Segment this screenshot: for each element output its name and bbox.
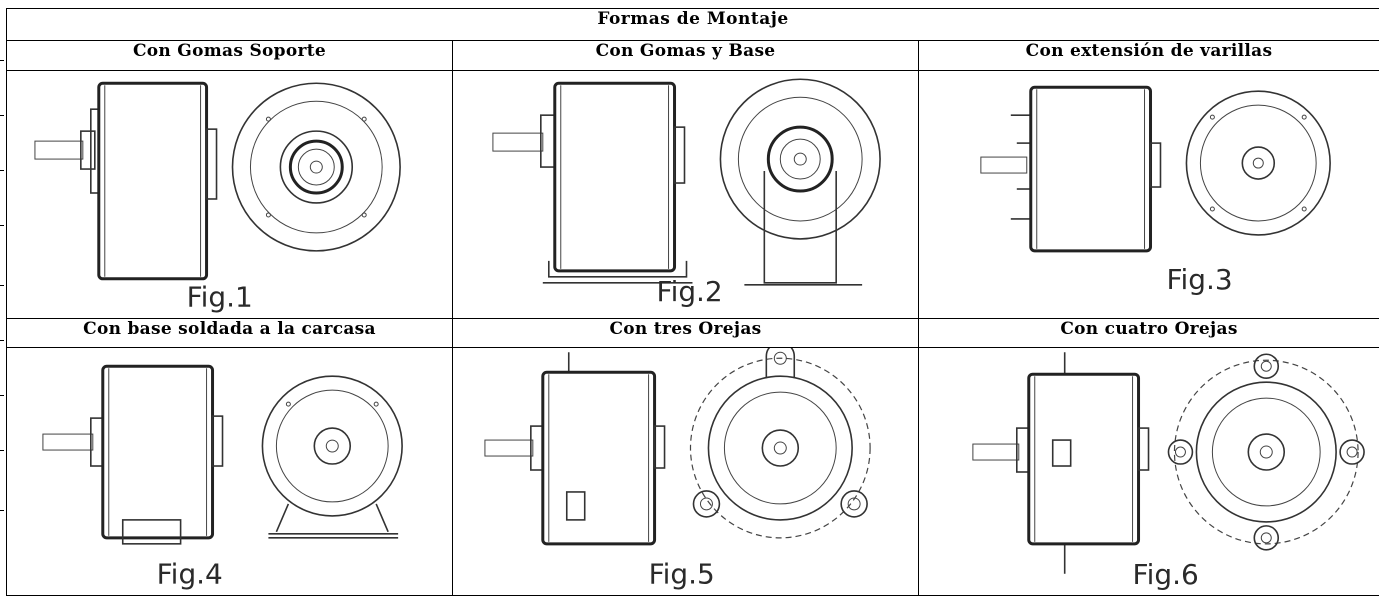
caption-rubber-mounts: Con Gomas Soporte (6, 40, 453, 71)
motor-rubber-base-drawing: Fig.2 (492, 78, 881, 307)
caption-four-ears: Con cuatro Orejas (917, 317, 1379, 349)
caption-welded-base: Con base soldada a la carcasa (6, 317, 453, 349)
motor-rubber-mounts-drawing: Fig.1 (34, 81, 401, 313)
motor-welded-base-drawing: Fig.4 (42, 364, 403, 591)
caption-rod-extension: Con extensión de varillas (917, 40, 1379, 71)
figure-cell-5: Fig.5 (452, 347, 919, 596)
fig-2-label: Fig.2 (657, 274, 723, 307)
mounting-forms-table: Formas de Montaje Con Gomas Soporte Con … (5, 7, 1379, 596)
figure-cell-3: Fig.3 (917, 69, 1379, 319)
fig-5-label: Fig.5 (649, 558, 715, 591)
left-margin-ticks (0, 0, 6, 596)
figure-cell-4: Fig.4 (6, 347, 453, 596)
figure-cell-6: Fig.6 (917, 347, 1379, 596)
figure-cell-1: Fig.1 (6, 69, 453, 319)
motor-rod-extension-drawing: Fig.3 (980, 85, 1331, 296)
motor-four-ears-drawing: Fig.6 (972, 352, 1365, 591)
fig-4-label: Fig.4 (157, 558, 223, 591)
fig-1-label: Fig.1 (187, 280, 253, 313)
table-title: Formas de Montaje (5, 7, 1379, 42)
figure-cell-2: Fig.2 (452, 69, 919, 319)
caption-three-ears: Con tres Orejas (452, 317, 919, 349)
fig-6-label: Fig.6 (1133, 558, 1199, 591)
motor-three-ears-drawing: Fig.5 (484, 348, 871, 591)
caption-rubber-base: Con Gomas y Base (452, 40, 919, 71)
fig-3-label: Fig.3 (1166, 263, 1232, 296)
